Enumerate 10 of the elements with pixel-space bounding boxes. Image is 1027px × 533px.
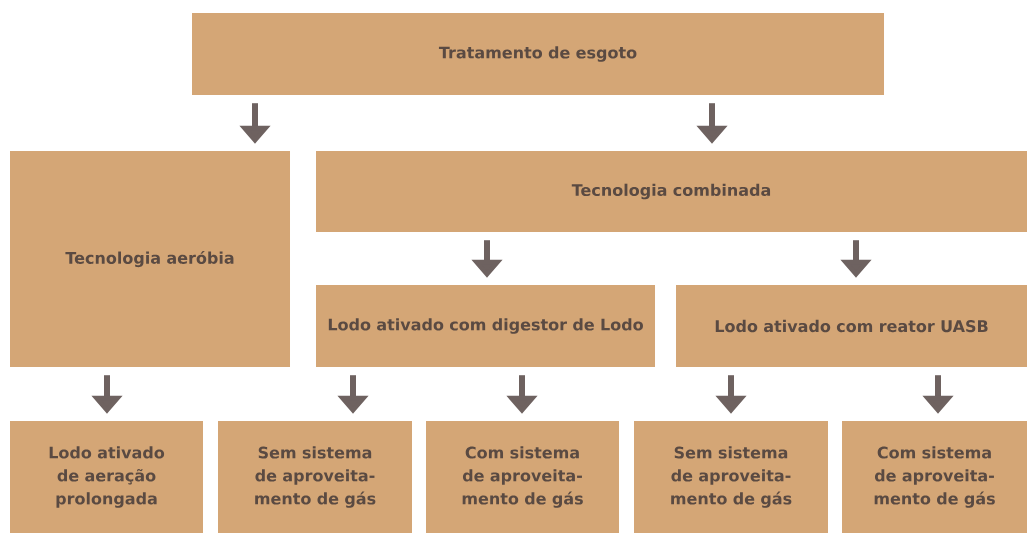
process-box: Lodo ativado com digestor de Lodo (316, 285, 655, 367)
process-box: Lodo ativado com reator UASB (676, 285, 1027, 367)
process-box: Sem sistema de aproveita- mento de gás (634, 421, 828, 533)
process-box: Com sistema de aproveita- mento de gás (426, 421, 619, 533)
process-box: Lodo ativado de aeração prolongada (10, 421, 203, 533)
process-box: Com sistema de aproveita- mento de gás (842, 421, 1027, 533)
process-box: Tratamento de esgoto (192, 13, 884, 95)
process-box: Tecnologia combinada (316, 151, 1027, 232)
process-box: Sem sistema de aproveita- mento de gás (218, 421, 412, 533)
process-box: Tecnologia aeróbia (10, 151, 290, 367)
